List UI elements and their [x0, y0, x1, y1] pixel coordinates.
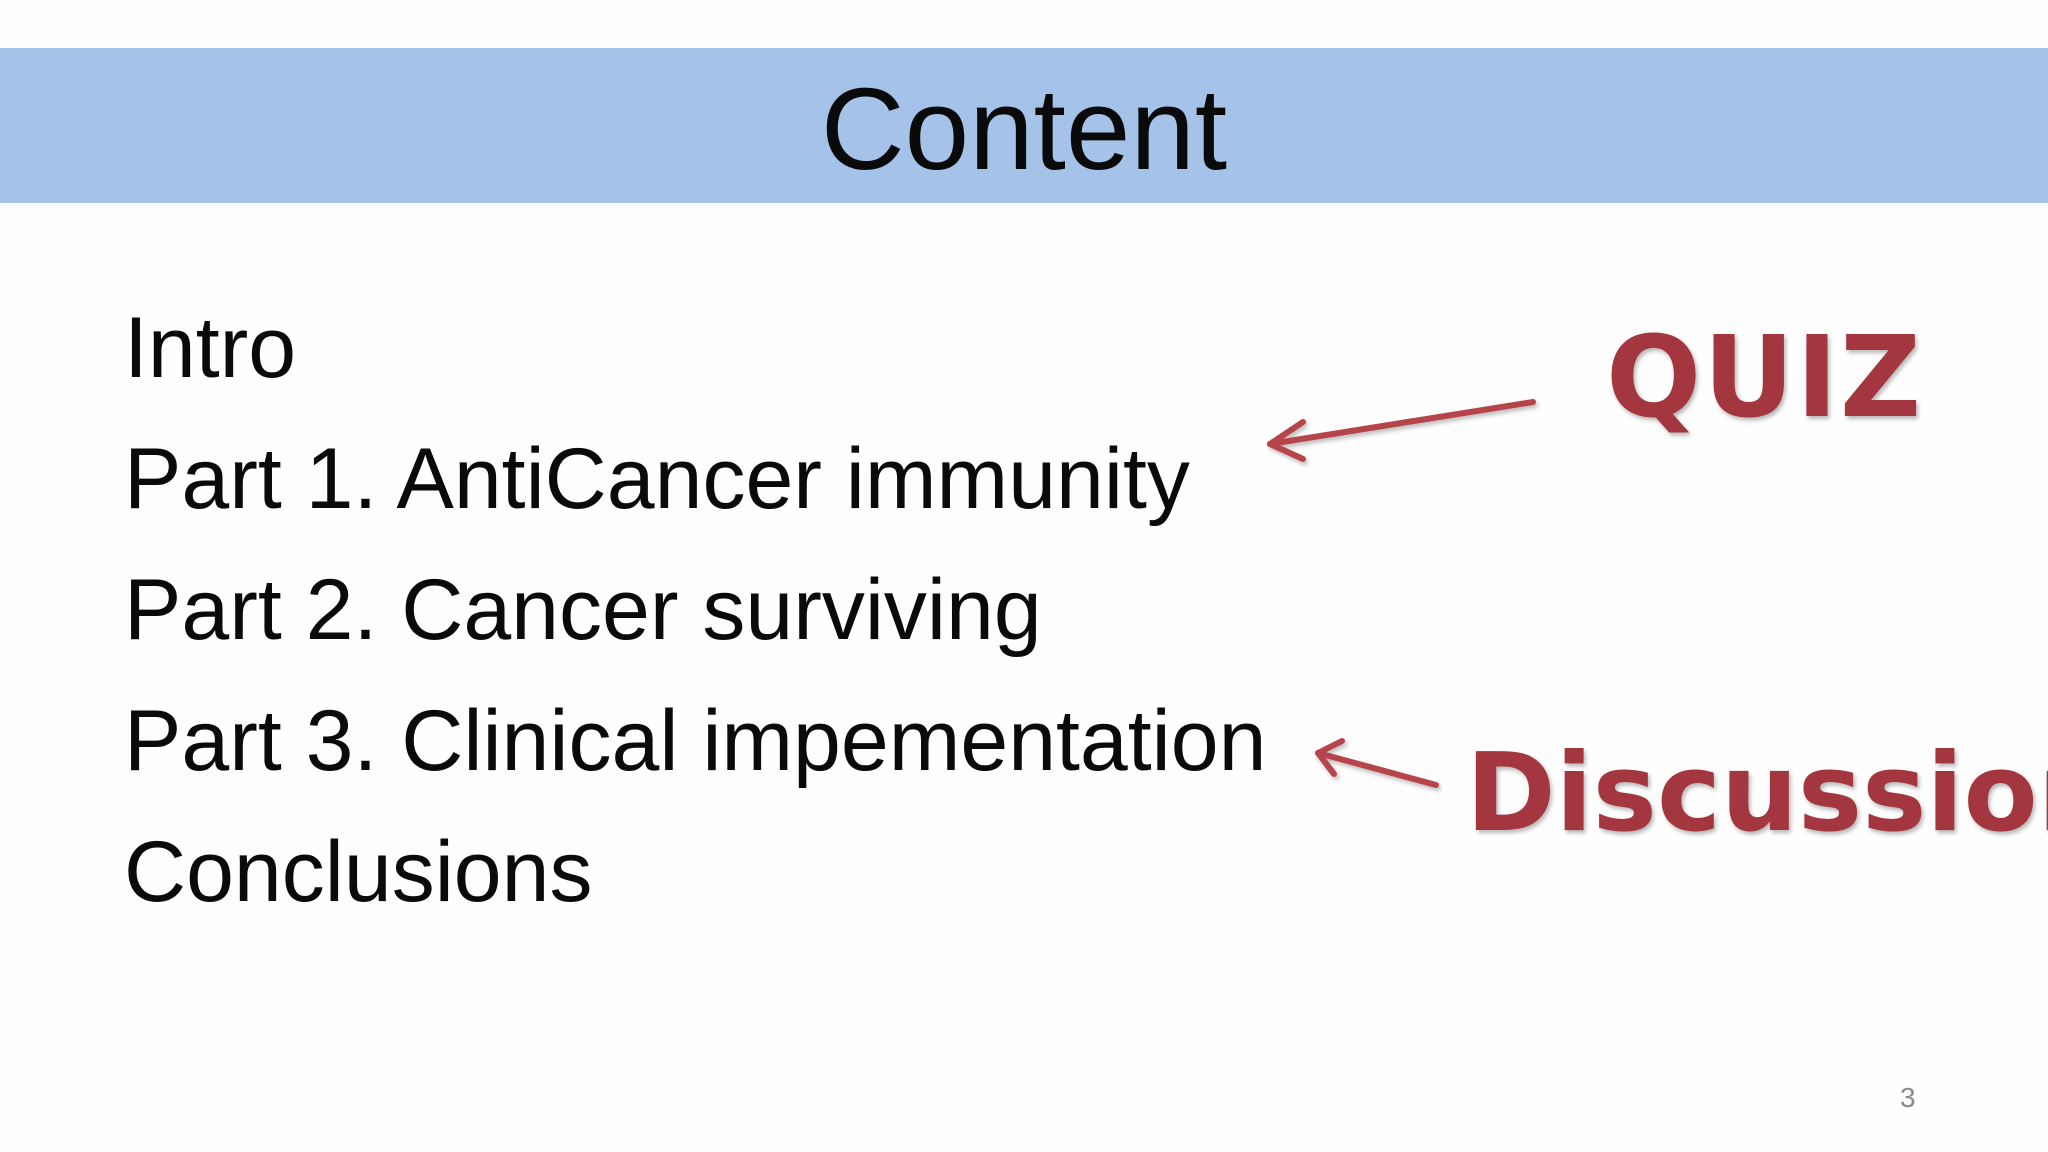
title-band: Content	[0, 48, 2048, 203]
agenda-item-part-1: Part 1. AntiCancer immunity	[124, 431, 1190, 527]
quiz-arrow-icon	[1267, 399, 1536, 462]
agenda-list: Intro Part 1. AntiCancer immunity Part 2…	[124, 283, 1266, 938]
agenda-item-conclusions: Conclusions	[124, 824, 593, 920]
page-number: 3	[1900, 1082, 1916, 1113]
agenda-item-part-3: Part 3. Clinical impementation	[124, 693, 1267, 789]
agenda-item-intro: Intro	[124, 300, 297, 396]
agenda-item-part-2: Part 2. Cancer surviving	[124, 562, 1042, 658]
slide-title: Content	[820, 63, 1228, 194]
quiz-annotation: QUIZ	[1606, 313, 1924, 443]
discussion-arrow-icon	[1315, 738, 1439, 788]
discussion-annotation: Discussion	[1466, 731, 2048, 856]
